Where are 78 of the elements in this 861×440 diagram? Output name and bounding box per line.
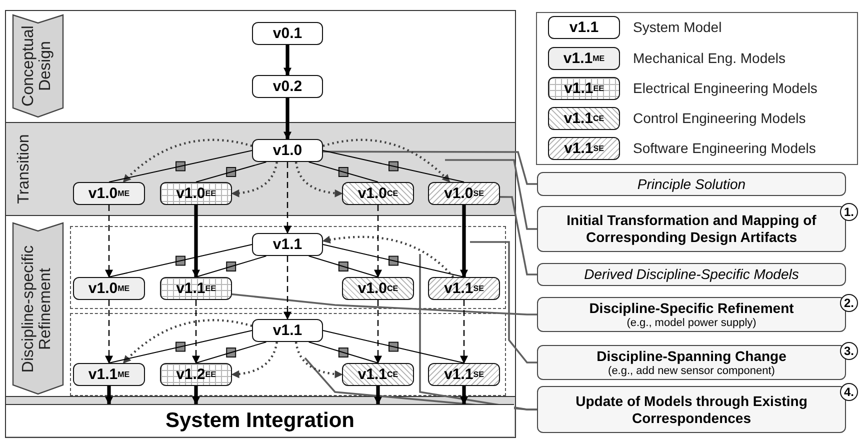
arrow — [231, 342, 278, 378]
step-number: 2. — [840, 294, 858, 312]
callout-box — [537, 172, 846, 196]
correspondence-link — [308, 162, 378, 182]
correspondence-link — [308, 256, 378, 278]
callout-box — [537, 206, 846, 252]
legend-sample: v1.1 — [548, 16, 620, 39]
phase-chevron — [12, 14, 64, 118]
arrow — [284, 256, 292, 320]
version-box: v1.1 — [252, 319, 323, 342]
callout-title: Derived Discipline-Specific Models — [584, 266, 799, 283]
leader-line — [323, 150, 537, 185]
correspondence-link — [322, 330, 464, 364]
version-box: v1.0 — [252, 139, 323, 162]
step-number: 3. — [840, 342, 858, 360]
legend-label: System Model — [633, 19, 722, 35]
legend-label: Electrical Engineering Models — [633, 80, 818, 96]
leader-line — [445, 159, 537, 230]
leader-line — [500, 196, 537, 276]
arrow — [374, 300, 382, 364]
version-box: v0.2 — [252, 75, 323, 98]
arrow — [105, 386, 113, 405]
correspondence-link — [322, 150, 464, 182]
phase-label: Conceptual Design — [21, 24, 55, 108]
callout-title: Update of Models through Existing Correspondences — [574, 392, 808, 426]
arrow — [294, 342, 343, 378]
arrow — [294, 162, 343, 198]
callout-box — [537, 297, 846, 332]
callout-box — [537, 263, 846, 286]
arrow — [284, 98, 292, 140]
leader-line — [419, 254, 537, 410]
arrow — [192, 205, 200, 278]
version-box: v1.1 — [252, 233, 323, 256]
correspondence-link — [108, 150, 252, 182]
arrow — [374, 386, 382, 405]
integration-band — [6, 404, 514, 436]
arrow — [231, 162, 278, 198]
arrow — [374, 205, 382, 278]
version-box: v0.1 — [252, 22, 323, 45]
leader-line — [232, 293, 537, 316]
legend-label: Control Engineering Models — [633, 110, 806, 126]
phase-label: Discipline-specific Refinement — [21, 244, 55, 374]
callout-title: Discipline-Spanning Change — [596, 348, 786, 365]
arrow — [460, 386, 468, 405]
arrow — [284, 45, 292, 76]
arrow — [105, 205, 113, 278]
arrow — [460, 205, 468, 278]
arrow — [460, 300, 468, 364]
phase-chevron — [12, 222, 64, 395]
arrow — [192, 386, 200, 405]
correspondence-link — [196, 256, 267, 278]
step-number: 4. — [840, 383, 858, 401]
callout-title: Initial Transformation and Mapping of Corresponding Design Artifacts — [566, 212, 818, 246]
callout-title: Discipline-Specific Refinement — [589, 300, 794, 317]
arrow — [322, 138, 450, 183]
correspondence-link — [322, 244, 464, 278]
band-label: System Integration — [165, 408, 355, 432]
correspondence-link — [308, 342, 378, 364]
correspondence-link — [108, 244, 252, 278]
leader-line — [470, 241, 537, 364]
arrow — [122, 319, 252, 364]
arrow — [322, 236, 454, 278]
correspondence-link — [108, 330, 252, 364]
arrow — [192, 300, 200, 364]
correspondence-link — [196, 162, 267, 182]
step-number: 1. — [840, 203, 858, 221]
callout-note: (e.g., add new sensor component) — [608, 364, 775, 378]
arrow — [122, 138, 252, 183]
arrow — [105, 300, 113, 364]
callout-box — [537, 345, 846, 380]
legend-label: Software Engineering Models — [633, 140, 816, 156]
callout-box — [537, 386, 846, 433]
legend-label: Mechanical Eng. Models — [633, 50, 786, 66]
correspondence-link — [196, 342, 267, 364]
phase-label: Transition — [16, 134, 34, 204]
arrow — [284, 162, 292, 234]
callout-note: (e.g., model power supply) — [626, 316, 756, 330]
callout-title: Principle Solution — [637, 176, 746, 192]
